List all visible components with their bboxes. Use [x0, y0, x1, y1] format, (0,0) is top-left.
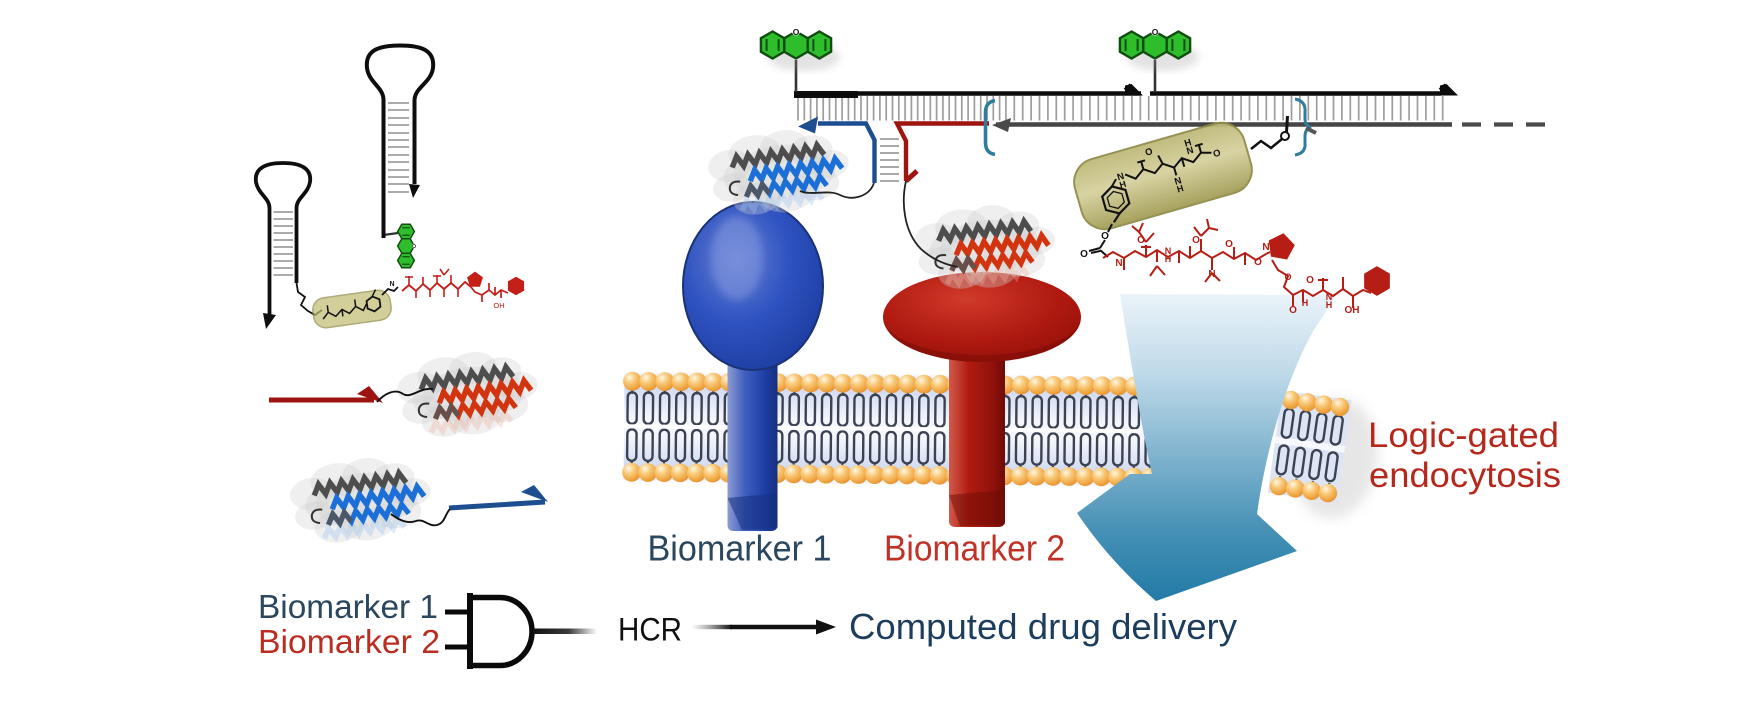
svg-text:N: N — [1208, 269, 1215, 280]
svg-text:H: H — [1302, 298, 1309, 308]
svg-text:O: O — [1192, 235, 1200, 246]
svg-text:N: N — [1165, 246, 1172, 256]
svg-text:OH: OH — [1345, 305, 1360, 316]
svg-text:O: O — [1284, 272, 1291, 282]
svg-text:endocytosis: endocytosis — [1369, 456, 1561, 495]
svg-text:O: O — [1212, 147, 1222, 160]
svg-text:O: O — [1101, 231, 1109, 242]
svg-text:O: O — [1137, 235, 1145, 246]
svg-text:O: O — [793, 27, 800, 37]
svg-text:H: H — [1183, 137, 1193, 150]
svg-text:O: O — [1080, 249, 1088, 260]
svg-text:N: N — [389, 281, 394, 288]
svg-text:O: O — [1152, 27, 1159, 37]
svg-text:N: N — [1262, 242, 1269, 253]
svg-text:Biomarker 1: Biomarker 1 — [258, 588, 438, 625]
svg-text:O: O — [1225, 239, 1233, 250]
svg-text:Biomarker 2: Biomarker 2 — [258, 623, 440, 660]
svg-text:O: O — [410, 244, 416, 248]
svg-text:Biomarker 1: Biomarker 1 — [648, 528, 832, 569]
svg-text:H: H — [1165, 254, 1172, 264]
svg-text:N: N — [1173, 175, 1183, 188]
svg-text:Biomarker 2: Biomarker 2 — [884, 528, 1065, 569]
svg-text:H: H — [1176, 183, 1185, 194]
svg-text:HCR: HCR — [618, 612, 682, 648]
svg-text:N: N — [1185, 145, 1195, 158]
svg-text:OH: OH — [493, 301, 504, 310]
svg-text:O: O — [1306, 275, 1314, 286]
svg-text:O: O — [1254, 257, 1262, 268]
svg-text:H: H — [1118, 179, 1127, 190]
svg-text:N: N — [1116, 171, 1126, 184]
svg-text:H: H — [1326, 300, 1333, 310]
svg-text:Computed drug delivery: Computed drug delivery — [849, 606, 1237, 647]
svg-text:Logic-gated: Logic-gated — [1368, 416, 1559, 455]
svg-text:N: N — [1115, 258, 1122, 269]
svg-text:O: O — [1144, 146, 1154, 159]
svg-text:N: N — [1326, 292, 1333, 302]
svg-text:O: O — [1289, 305, 1297, 316]
